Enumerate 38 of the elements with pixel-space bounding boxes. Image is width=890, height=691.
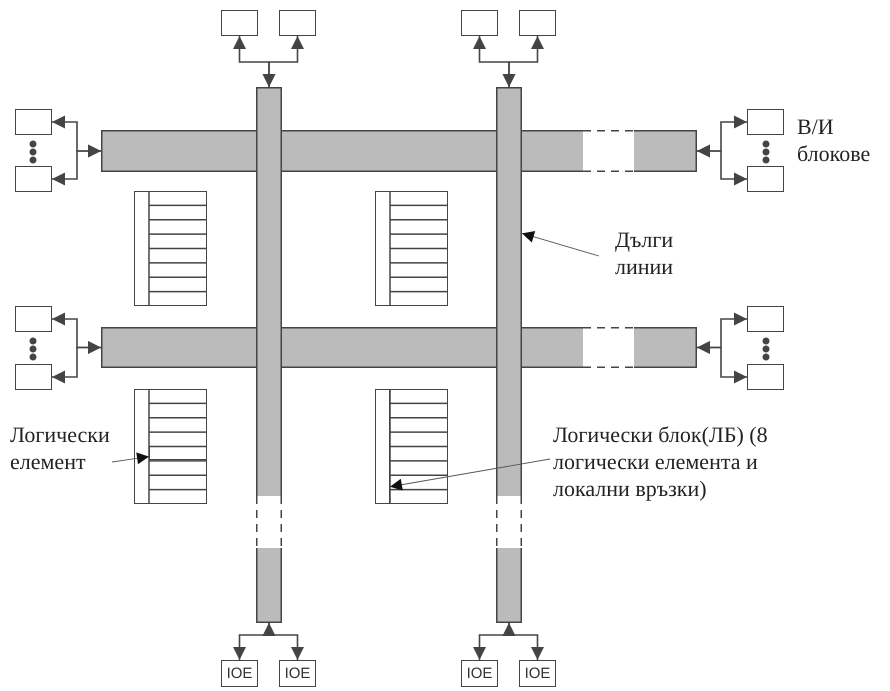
arrow [697,144,747,186]
arrow [52,341,101,384]
io-block [279,10,316,36]
interconnect-bar [496,87,522,623]
ioe-block: IOE [279,660,316,687]
io-block [15,109,52,135]
io-block [461,10,498,36]
ioe-block: IOE [461,660,498,687]
arrow [262,623,304,660]
annotation-text: Логически елемент [10,421,135,475]
leader-line [522,230,600,256]
interconnect-bar [256,87,282,623]
annotation-text: В/И блокове [797,113,872,167]
io-block [15,364,52,390]
annotation-text: Дълги линии [615,226,725,280]
arrow [52,144,101,186]
leader-line [112,452,150,464]
io-block [747,306,784,332]
ioe-block: IOE [519,660,556,687]
io-block [519,10,556,36]
annotation-text: Логически блок(ЛБ) (8 логически елемента и локални връзки) [553,421,803,502]
ioe-block: IOE [221,660,258,687]
leader-line [390,458,550,491]
logic-element-row [148,446,206,460]
arrow [262,36,304,87]
io-block [221,10,258,36]
io-block [747,166,784,192]
arrow [502,623,544,660]
logic-block [375,389,448,504]
io-block [15,306,52,332]
logic-block [134,389,207,504]
io-block [747,109,784,135]
arrow [697,341,747,384]
arrow [502,36,544,87]
logic-block [375,191,448,306]
io-block [747,364,784,390]
logic-block [134,191,207,306]
io-block [15,166,52,192]
